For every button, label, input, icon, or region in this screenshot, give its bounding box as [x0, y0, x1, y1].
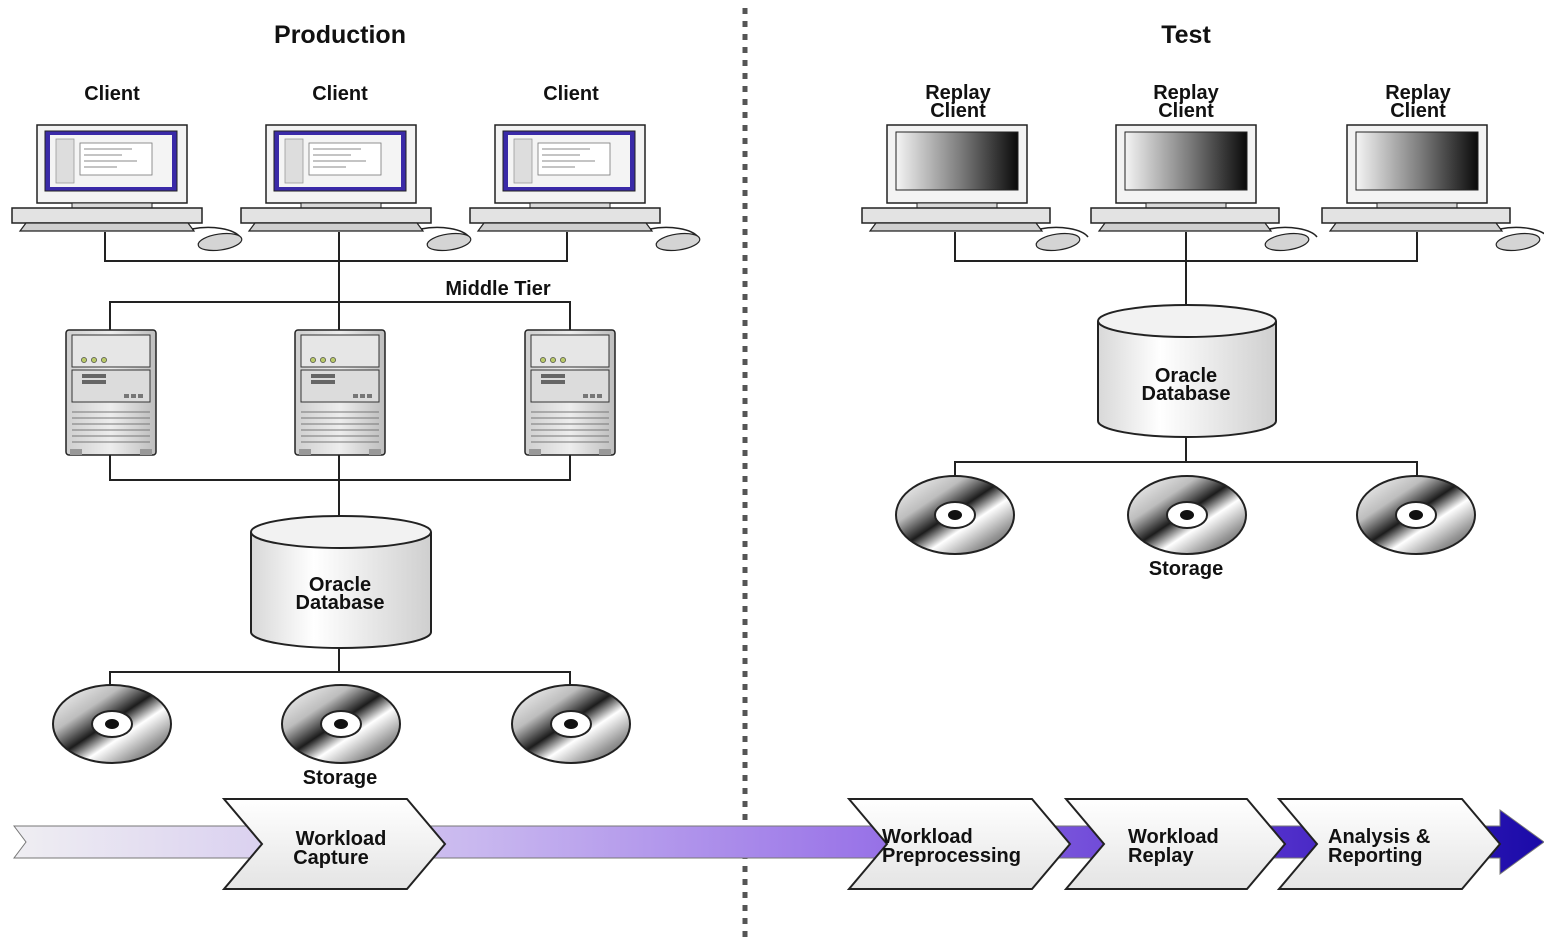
test-title: Test [1161, 21, 1211, 49]
storage-disc-icon [52, 684, 172, 764]
svg-text:Analysis &: Analysis & [1328, 826, 1430, 848]
svg-text:Oracle: Oracle [1155, 365, 1217, 387]
production-storage-label: Storage [303, 767, 377, 789]
middle-tier-label: Middle Tier [445, 278, 550, 300]
svg-text:Replay: Replay [1385, 82, 1451, 104]
production-database-icon: Oracle Database [250, 515, 432, 649]
production-wiring [104, 232, 571, 690]
svg-text:Database: Database [296, 592, 385, 614]
production-title: Production [274, 21, 406, 49]
client-label-2: Client [312, 83, 368, 105]
test-storage-label: Storage [1149, 558, 1223, 580]
svg-text:Client: Client [930, 100, 986, 122]
svg-text:Replay: Replay [1128, 845, 1194, 867]
middle-tier-server-icon [65, 329, 157, 456]
svg-text:Reporting: Reporting [1328, 845, 1422, 867]
svg-text:Replay: Replay [925, 82, 991, 104]
test-database-icon: Oracle Database [1097, 304, 1277, 438]
svg-text:Replay: Replay [1153, 82, 1219, 104]
svg-text:Database: Database [1142, 383, 1231, 405]
workflow-step-analysis-reporting: Analysis & Reporting [1276, 798, 1502, 890]
replay-client-computer-icon [861, 124, 1089, 252]
client-label-1: Client [84, 83, 140, 105]
svg-text:Workload: Workload [296, 828, 387, 850]
workflow-step-replay: Workload Replay [1063, 798, 1287, 890]
replay-client-label-1: Replay Client [925, 82, 991, 122]
workflow-step-preprocessing: Workload Preprocessing [846, 798, 1072, 890]
svg-text:Capture: Capture [293, 847, 369, 869]
svg-text:Workload: Workload [882, 826, 973, 848]
workflow-step-capture: Workload Capture [221, 798, 447, 890]
test-wiring [954, 232, 1418, 480]
replay-client-label-2: Replay Client [1153, 82, 1219, 122]
client-label-3: Client [543, 83, 599, 105]
svg-text:Client: Client [1158, 100, 1214, 122]
svg-text:Workload: Workload [1128, 826, 1219, 848]
svg-text:Preprocessing: Preprocessing [882, 845, 1021, 867]
svg-text:Client: Client [1390, 100, 1446, 122]
replay-client-label-3: Replay Client [1385, 82, 1451, 122]
client-computer-icon [11, 124, 243, 252]
svg-text:Oracle: Oracle [309, 574, 371, 596]
